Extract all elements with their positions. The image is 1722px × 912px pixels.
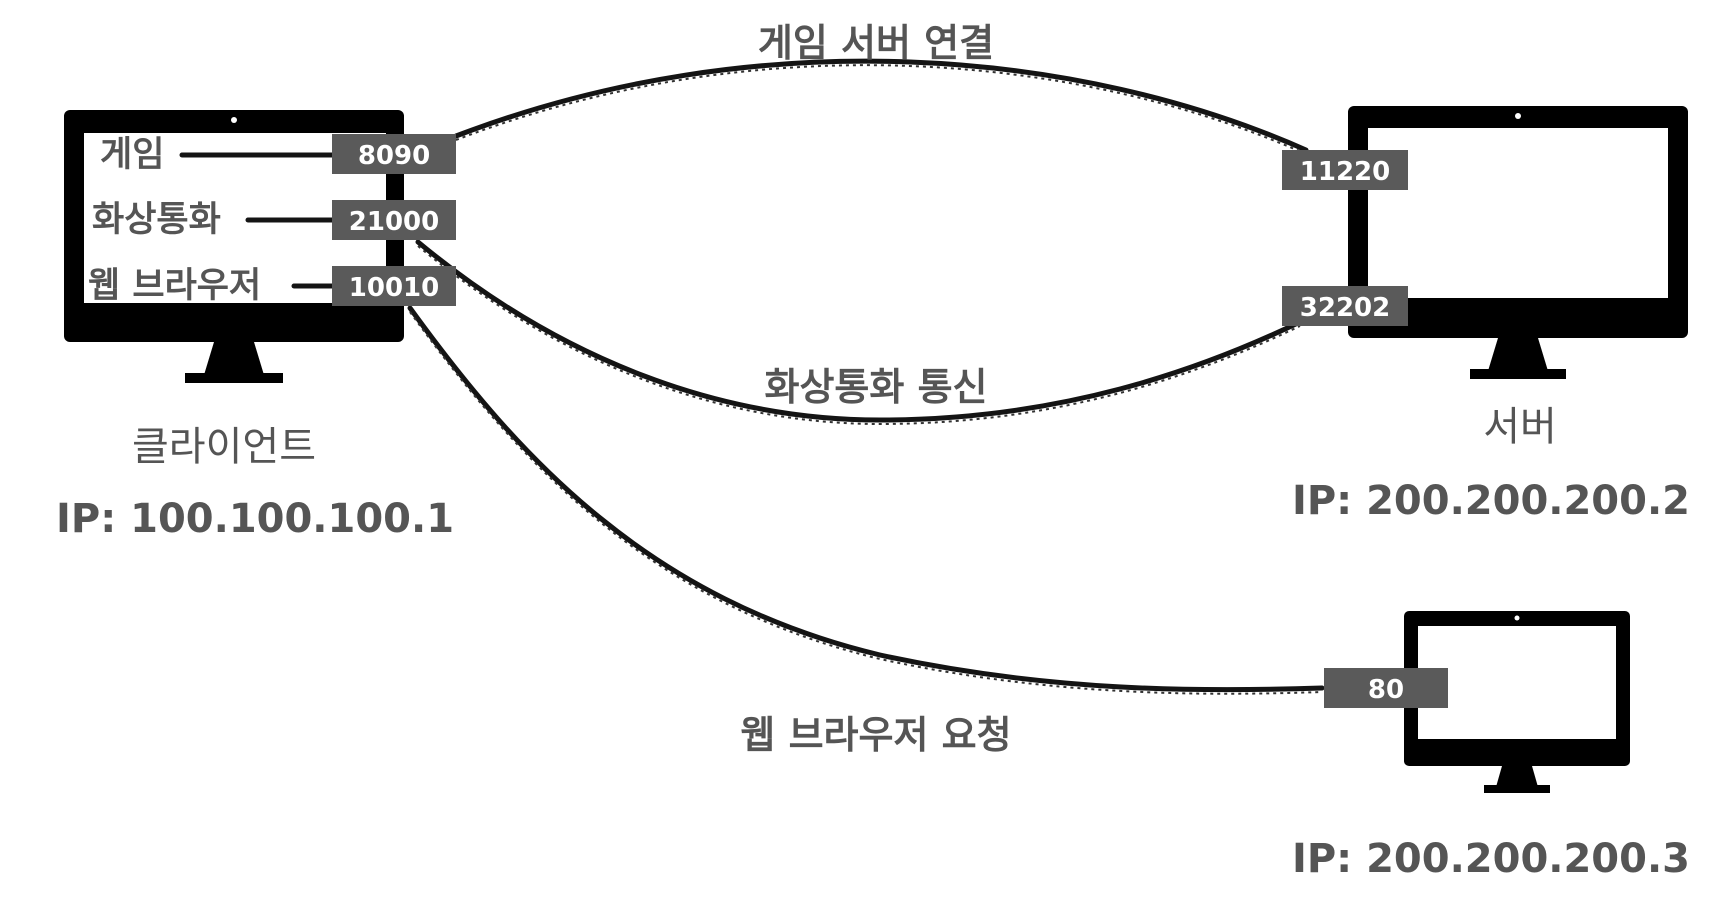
client-monitor-neck: [204, 342, 264, 375]
port-boxes: 8090 21000 10010 11220 32202 80: [332, 134, 1448, 708]
web-server-ip: IP: 200.200.200.3: [1292, 836, 1690, 882]
server-ip: IP: 200.200.200.2: [1292, 478, 1690, 524]
machine-labels: 클라이언트 IP: 100.100.100.1 서버 IP: 200.200.2…: [56, 404, 1690, 882]
client-ip: IP: 100.100.100.1: [56, 496, 454, 542]
server-camera-dot: [1515, 113, 1521, 119]
app-label-web-browser: 웹 브라우저: [88, 266, 261, 306]
connection-labels: 게임 서버 연결 화상통화 통신 웹 브라우저 요청: [740, 21, 1011, 757]
wire-video: [415, 239, 1303, 423]
wire-web: [407, 305, 1325, 693]
port-label: 11220: [1300, 157, 1390, 187]
port-box-client-video: 21000: [332, 200, 456, 240]
port-box-client-game: 8090: [332, 134, 456, 174]
client-apps: 게임 화상통화 웹 브라우저: [88, 135, 335, 306]
port-box-server-video: 32202: [1282, 286, 1408, 326]
port-box-client-web: 10010: [332, 266, 456, 306]
web-server-monitor-screen: [1418, 626, 1616, 739]
wire-game-rough: [455, 64, 1307, 155]
web-server-monitor: [1404, 611, 1630, 793]
server-monitor-neck: [1488, 338, 1548, 371]
connection-label-video: 화상통화 통신: [765, 365, 988, 409]
web-server-monitor-neck: [1496, 766, 1538, 787]
web-server-camera-dot: [1514, 615, 1520, 621]
client-camera-dot: [231, 117, 237, 123]
connection-wires: [407, 58, 1325, 695]
connection-label-web: 웹 브라우저 요청: [740, 713, 1011, 757]
app-label-game: 게임: [100, 135, 164, 175]
app-label-video-call: 화상통화: [92, 200, 221, 240]
client-monitor-base: [185, 373, 283, 383]
server-monitor: [1348, 106, 1688, 379]
port-label: 80: [1368, 675, 1404, 705]
port-label: 10010: [349, 273, 439, 303]
port-box-web-server: 80: [1324, 668, 1448, 708]
wire-web-rough: [409, 311, 1323, 695]
wire-game: [453, 58, 1309, 153]
port-box-server-game: 11220: [1282, 150, 1408, 190]
port-label: 21000: [349, 207, 439, 237]
client-name: 클라이언트: [132, 424, 316, 470]
connection-label-game: 게임 서버 연결: [758, 21, 994, 65]
server-monitor-base: [1470, 369, 1566, 379]
web-server-monitor-base: [1484, 785, 1550, 793]
port-label: 32202: [1300, 293, 1390, 323]
server-name: 서버: [1483, 404, 1557, 450]
server-monitor-screen: [1368, 128, 1668, 298]
wire-video-rough: [417, 245, 1301, 426]
port-label: 8090: [358, 141, 430, 171]
